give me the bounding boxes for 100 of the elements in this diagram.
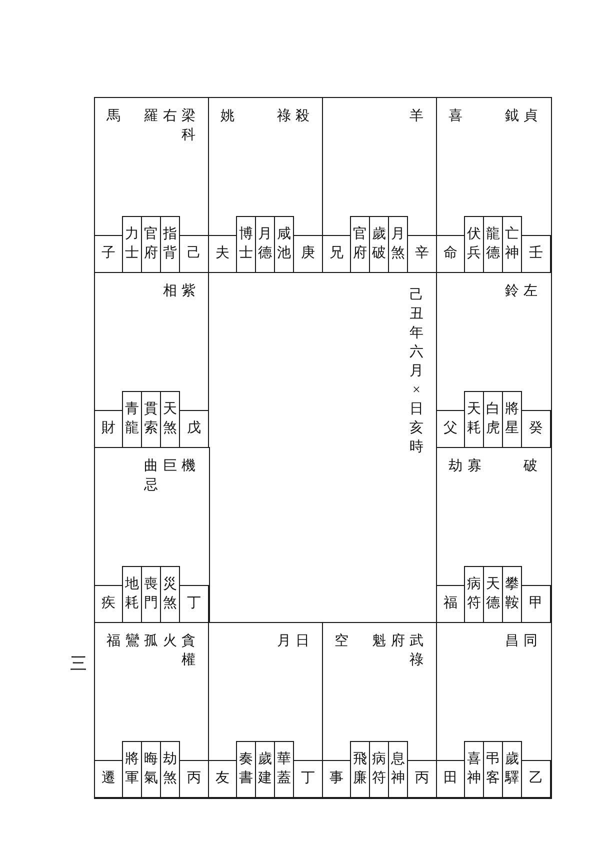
stem-text: 己 <box>186 244 201 263</box>
palace-box <box>94 97 210 274</box>
palace-box <box>436 272 552 448</box>
palace-name-text: 遷 <box>101 770 116 788</box>
stem-text: 癸 <box>528 420 543 438</box>
star-label: 紫 <box>182 282 196 301</box>
star-label: 機 <box>182 458 196 476</box>
star-name-text: 晦氣 <box>144 750 158 788</box>
star-label: 巨 <box>162 458 177 476</box>
palace-box <box>436 97 552 274</box>
stem-text: 庚 <box>300 244 315 263</box>
star-name-text: 喪門 <box>144 576 158 614</box>
star-label: 同 <box>524 633 538 651</box>
star-name-text: 地耗 <box>124 576 139 614</box>
palace-name-cell <box>322 760 351 798</box>
star-label: 月 <box>276 633 291 651</box>
stem-text: 丁 <box>300 770 315 788</box>
star-name-text: 月德 <box>258 226 272 264</box>
star-label: 鈴 <box>504 282 519 301</box>
palace-box <box>436 447 552 624</box>
star-name-box <box>140 740 161 798</box>
palace-box <box>322 97 438 274</box>
star-label: 鸞 <box>125 632 140 651</box>
stem-text: 丁 <box>186 594 201 613</box>
star-name-text: 病符 <box>372 750 386 788</box>
star-name-box <box>254 740 275 798</box>
star-label: 馬 <box>106 108 121 126</box>
star-name-text: 華蓋 <box>276 750 291 788</box>
palace-box <box>208 622 324 798</box>
star-label: 祿 <box>276 107 291 126</box>
palace-box <box>322 622 438 798</box>
palace-box <box>94 272 210 448</box>
star-label: 貞 <box>524 108 538 126</box>
star-label: 喜 <box>448 108 463 126</box>
stem-text: 甲 <box>528 594 543 613</box>
star-name-box <box>160 740 180 798</box>
star-label: 魁 <box>372 632 386 651</box>
star-name-text: 奏書 <box>238 750 253 788</box>
star-name-box <box>464 740 484 798</box>
palace-name-text: 福 <box>443 594 458 613</box>
palace-name-text: 友 <box>215 770 230 788</box>
star-name-text: 青龍 <box>124 400 139 438</box>
palace-box <box>436 622 552 798</box>
star-label: 鉞 <box>504 108 519 126</box>
star-name-text: 龍德 <box>486 226 500 264</box>
star-name-box <box>388 740 408 798</box>
star-name-text: 劫煞 <box>162 750 177 788</box>
palace-name-text: 命 <box>443 244 458 263</box>
star-label: 羅 <box>144 108 158 126</box>
star-label: 殺 <box>296 108 310 126</box>
star-name-text: 喜神 <box>466 750 481 788</box>
star-label: 空 <box>334 632 349 651</box>
star-name-text: 亡神 <box>504 225 519 264</box>
star-name-text: 息神 <box>390 750 405 788</box>
star-name-box <box>502 740 522 798</box>
star-name-box <box>122 740 142 798</box>
star-name-text: 災煞 <box>162 576 177 614</box>
section-number: 三 <box>70 655 87 672</box>
star-name-text: 天煞 <box>162 400 177 438</box>
star-label: 昌 <box>504 633 519 651</box>
stem-cell <box>520 584 551 623</box>
star-label: 府 <box>390 632 405 651</box>
star-name-text: 飛廉 <box>352 750 367 788</box>
star-name-text: 歲驛 <box>504 750 519 788</box>
palace-name-text: 夫 <box>215 244 230 263</box>
star-name-box <box>368 740 389 798</box>
star-label: 左 <box>524 282 538 301</box>
star-name-text: 月煞 <box>390 226 405 264</box>
star-name-text: 博士 <box>238 226 253 264</box>
star-name-text: 力士 <box>124 226 139 264</box>
palace-box <box>208 97 324 274</box>
birth-date-text: 己丑年六月×日亥時 <box>410 287 424 458</box>
palace-name-cell <box>208 760 237 798</box>
stem-text: 壬 <box>528 244 543 263</box>
palace-name-text: 疾 <box>101 594 116 613</box>
palace-name-text: 父 <box>443 420 458 438</box>
star-name-text: 天耗 <box>466 400 481 438</box>
star-label: 福 <box>106 632 121 651</box>
palace-name-text: 事 <box>329 770 344 788</box>
stem-text: 丙 <box>186 770 201 788</box>
star-name-text: 貫索 <box>144 400 158 438</box>
star-label: 孤 <box>144 632 158 651</box>
palace-name-text: 財 <box>101 420 116 438</box>
star-name-text: 伏兵 <box>466 226 481 264</box>
star-name-box <box>236 740 256 798</box>
stem-cell <box>406 760 437 798</box>
star-name-text: 弔客 <box>486 750 500 788</box>
star-name-box <box>274 740 294 798</box>
stem-text: 辛 <box>414 244 429 263</box>
star-name-text: 將星 <box>504 400 519 438</box>
palace-name-cell <box>94 760 123 798</box>
star-label: 火 <box>162 632 177 651</box>
stem-cell <box>178 760 209 798</box>
palace-name-text: 子 <box>101 244 116 263</box>
star-name-text: 咸池 <box>276 226 291 264</box>
star-label: 寡 <box>467 457 482 476</box>
palace-box <box>94 447 210 624</box>
star-label: 姚 <box>220 108 235 126</box>
star-name-text: 病符 <box>466 576 481 614</box>
star-label: 武祿 <box>410 632 424 670</box>
